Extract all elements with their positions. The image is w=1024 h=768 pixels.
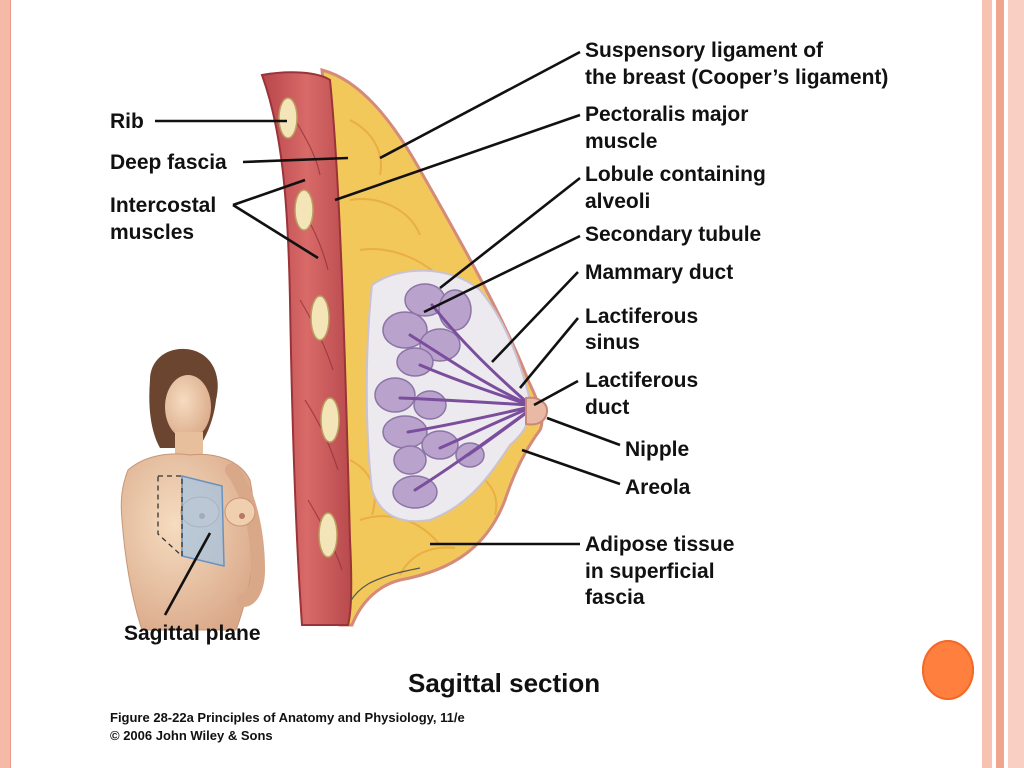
figure-credit: Figure 28-22a Principles of Anatomy and … — [110, 710, 465, 725]
lobules — [374, 283, 485, 509]
label-areola: Areola — [625, 476, 691, 499]
label-lactiferous-duct-line2: duct — [585, 396, 629, 419]
label-adipose-line1: Adipose tissue — [585, 533, 734, 556]
left-border — [0, 0, 11, 768]
labels: Rib Deep fascia Intercostal muscles Susp… — [110, 39, 888, 743]
label-deep-fascia: Deep fascia — [110, 151, 227, 174]
right-border-stripe — [1008, 0, 1024, 768]
label-nipple: Nipple — [625, 438, 689, 461]
label-lobule-line2: alveoli — [585, 190, 650, 213]
label-intercostal-line1: Intercostal — [110, 194, 216, 217]
label-mammary-duct: Mammary duct — [585, 261, 733, 284]
label-lactiferous-sinus-line2: sinus — [585, 331, 640, 354]
breast-cross-section — [260, 67, 549, 627]
label-lobule-line1: Lobule containing — [585, 163, 766, 186]
ribs — [278, 97, 340, 558]
right-border-stripe — [996, 0, 1004, 768]
leader-lines — [155, 50, 621, 616]
copyright-credit: © 2006 John Wiley & Sons — [110, 728, 273, 743]
label-pectoralis-line1: Pectoralis major — [585, 103, 748, 126]
orange-circle-decoration — [922, 640, 974, 700]
section-title: Sagittal section — [408, 668, 600, 698]
label-secondary-tubule: Secondary tubule — [585, 223, 761, 246]
woman-figure — [120, 348, 266, 631]
label-lactiferous-duct-line1: Lactiferous — [585, 369, 698, 392]
label-suspensory-line2: the breast (Cooper’s ligament) — [585, 66, 888, 89]
pectoralis-major-muscle — [260, 71, 353, 626]
label-suspensory-line1: Suspensory ligament of — [585, 39, 824, 62]
nipple — [525, 396, 549, 426]
label-adipose-line2: in superficial — [585, 560, 715, 583]
label-lactiferous-sinus-line1: Lactiferous — [585, 305, 698, 328]
lactiferous-ducts — [398, 303, 532, 492]
sagittal-plane — [181, 475, 225, 567]
label-adipose-line3: fascia — [585, 586, 645, 609]
label-intercostal-line2: muscles — [110, 221, 194, 244]
artist-signature — [349, 567, 421, 603]
label-sagittal-plane: Sagittal plane — [124, 622, 261, 645]
label-rib: Rib — [110, 110, 144, 133]
right-border-stripe — [982, 0, 992, 768]
label-pectoralis-line2: muscle — [585, 130, 657, 153]
